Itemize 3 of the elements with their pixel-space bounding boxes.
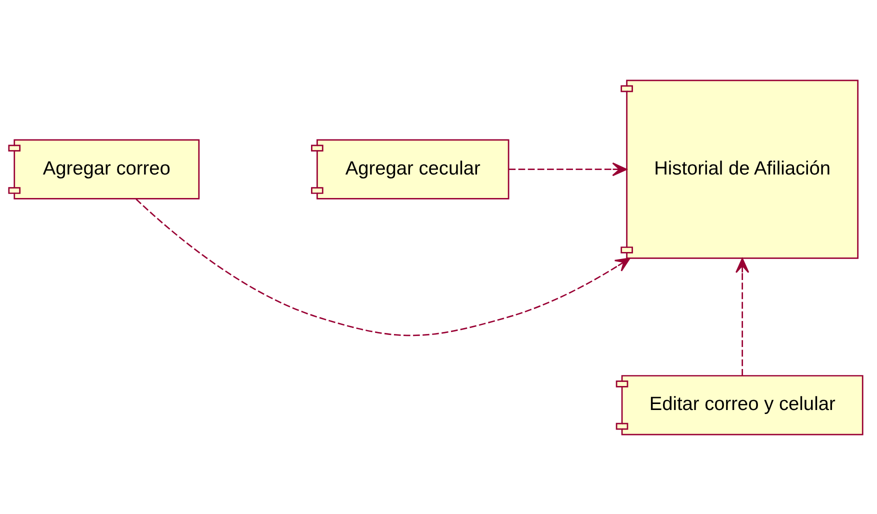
arrow xyxy=(136,198,630,336)
arrow xyxy=(736,258,750,376)
arrow xyxy=(508,162,628,176)
